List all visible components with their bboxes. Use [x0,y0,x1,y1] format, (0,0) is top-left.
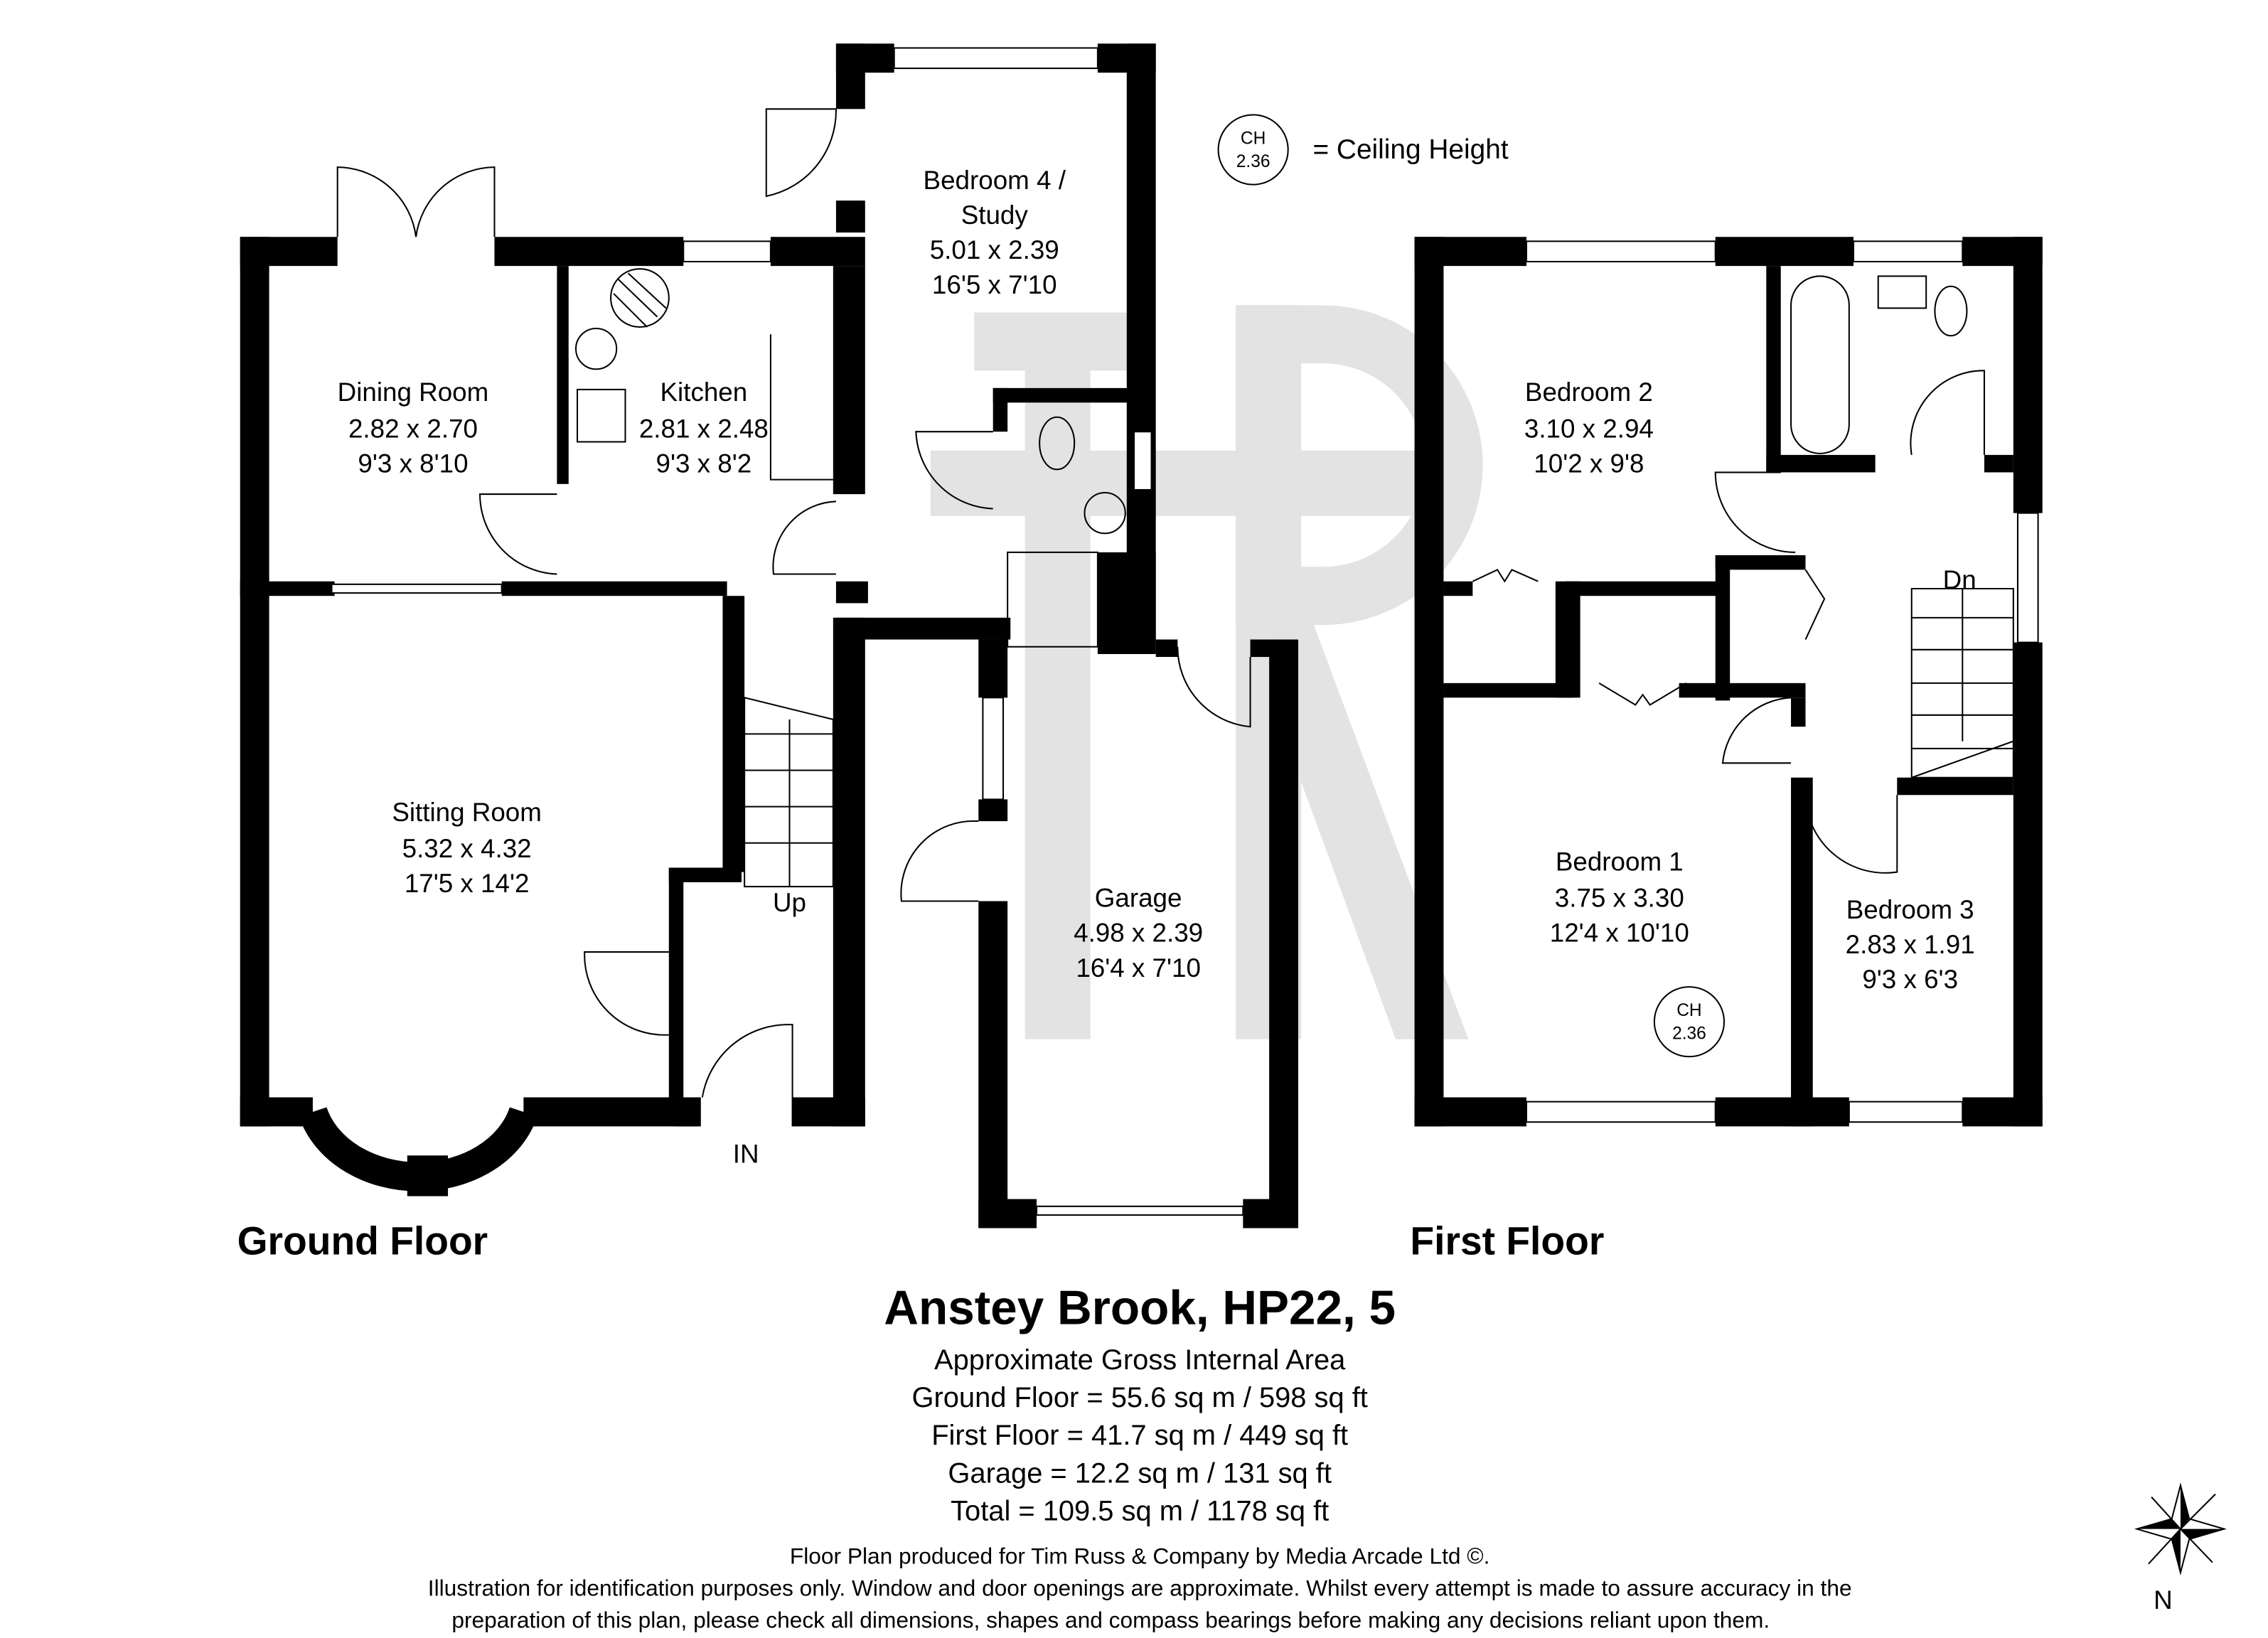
bedroom3-name: Bedroom 3 [1846,895,1974,924]
kitchen-name: Kitchen [660,378,748,407]
ceiling-height-legend: CH 2.36 = Ceiling Height [1217,114,1509,186]
area-summary: Anstey Brook, HP22, 5 Approximate Gross … [884,1281,1396,1526]
footer-disclaimer-2: preparation of this plan, please check a… [451,1607,1770,1633]
watermark-logo [930,305,1483,1039]
bay-window [299,1107,537,1197]
compass-north-label: N [2154,1585,2173,1615]
stairs-up-label: Up [773,888,806,917]
area-ground-floor: Ground Floor = 55.6 sq m / 598 sq ft [911,1382,1367,1413]
bedroom4-metric: 5.01 x 2.39 [930,235,1059,264]
ground-floor-heading: Ground Floor [237,1219,488,1263]
entrance-label: IN [733,1139,759,1168]
kitchen-imperial: 9'3 x 8'2 [656,449,752,478]
dining-room-imperial: 9'3 x 8'10 [358,449,468,478]
bedroom4-name: Bedroom 4 / [924,166,1066,195]
footer: Floor Plan produced for Tim Russ & Compa… [428,1543,1852,1633]
bedroom2-metric: 3.10 x 2.94 [1524,414,1654,443]
stairs-down-label: Dn [1943,565,1977,594]
ground-floor-openings [331,47,1251,1216]
ceiling-height-label: CH [1676,1001,1701,1020]
bedroom3-metric: 2.83 x 1.91 [1846,930,1975,959]
first-floor-labels: Bedroom 2 3.10 x 2.94 10'2 x 9'8 Bedroom… [1410,378,1976,1263]
ground-floor-walls [240,43,1299,1228]
kitchen-metric: 2.81 x 2.48 [639,414,769,443]
area-garage: Garage = 12.2 sq m / 131 sq ft [948,1457,1332,1489]
bedroom3-imperial: 9'3 x 6'3 [1862,965,1958,994]
bedroom1-imperial: 12'4 x 10'10 [1550,919,1689,948]
dining-room-metric: 2.82 x 2.70 [348,414,478,443]
sitting-room-metric: 5.32 x 4.32 [402,834,532,863]
bedroom1-metric: 3.75 x 3.30 [1555,884,1684,913]
legend-ch-label: CH [1241,129,1266,148]
dining-room-name: Dining Room [338,378,489,407]
bedroom2-name: Bedroom 2 [1525,378,1653,407]
first-floor-openings [1472,240,2039,1123]
footer-disclaimer-1: Illustration for identification purposes… [428,1575,1852,1601]
first-floor-walls [1414,237,2043,1127]
area-total: Total = 109.5 sq m / 1178 sq ft [951,1495,1329,1526]
first-floor-heading: First Floor [1410,1219,1604,1263]
property-title: Anstey Brook, HP22, 5 [884,1281,1396,1334]
legend-ch-value: 2.36 [1236,152,1271,171]
footer-credit: Floor Plan produced for Tim Russ & Compa… [790,1543,1490,1569]
ground-floor-labels: Dining Room 2.82 x 2.70 9'3 x 8'10 Kitch… [237,166,1204,1263]
bedroom4-imperial: 16'5 x 7'10 [932,270,1057,299]
area-subtitle: Approximate Gross Internal Area [934,1344,1346,1376]
compass-icon: N [2134,1482,2227,1615]
garage-imperial: 16'4 x 7'10 [1076,953,1201,983]
bedroom1-name: Bedroom 1 [1556,847,1684,877]
area-first-floor: First Floor = 41.7 sq m / 449 sq ft [931,1420,1348,1451]
bedroom4-name2: Study [961,200,1029,230]
garage-metric: 4.98 x 2.39 [1074,919,1203,948]
garage-name: Garage [1095,884,1182,913]
legend-text: = Ceiling Height [1312,134,1508,165]
ceiling-height-value: 2.36 [1672,1024,1706,1044]
bedroom2-imperial: 10'2 x 9'8 [1534,449,1644,478]
sitting-room-imperial: 17'5 x 14'2 [405,869,530,898]
sitting-room-name: Sitting Room [392,798,542,827]
